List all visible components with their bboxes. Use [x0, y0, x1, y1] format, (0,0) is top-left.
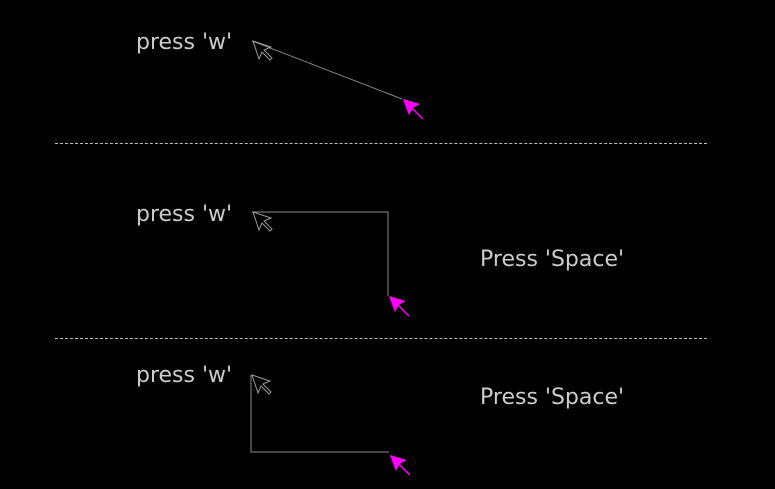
mouse-path-down-right [250, 375, 389, 453]
magenta-arrow-cursor-icon [403, 99, 424, 120]
instruction-label-panel-1: press 'w' [136, 30, 233, 55]
panel-divider [55, 338, 707, 339]
ghost-arrow-cursor-icon [251, 374, 272, 395]
mouse-path-right-down [252, 211, 389, 296]
magenta-arrow-cursor-icon [390, 455, 411, 476]
hint-label-panel-2: Press 'Space' [480, 247, 625, 272]
instruction-label-panel-2: press 'w' [136, 202, 233, 227]
hint-label-panel-3: Press 'Space' [480, 385, 625, 410]
ghost-arrow-cursor-icon [252, 211, 273, 232]
magenta-arrow-cursor-icon [389, 296, 410, 317]
panel-divider [55, 143, 707, 144]
ghost-arrow-cursor-icon [252, 40, 273, 61]
mouse-path-diagonal [251, 40, 403, 100]
instruction-label-panel-3: press 'w' [136, 363, 233, 388]
